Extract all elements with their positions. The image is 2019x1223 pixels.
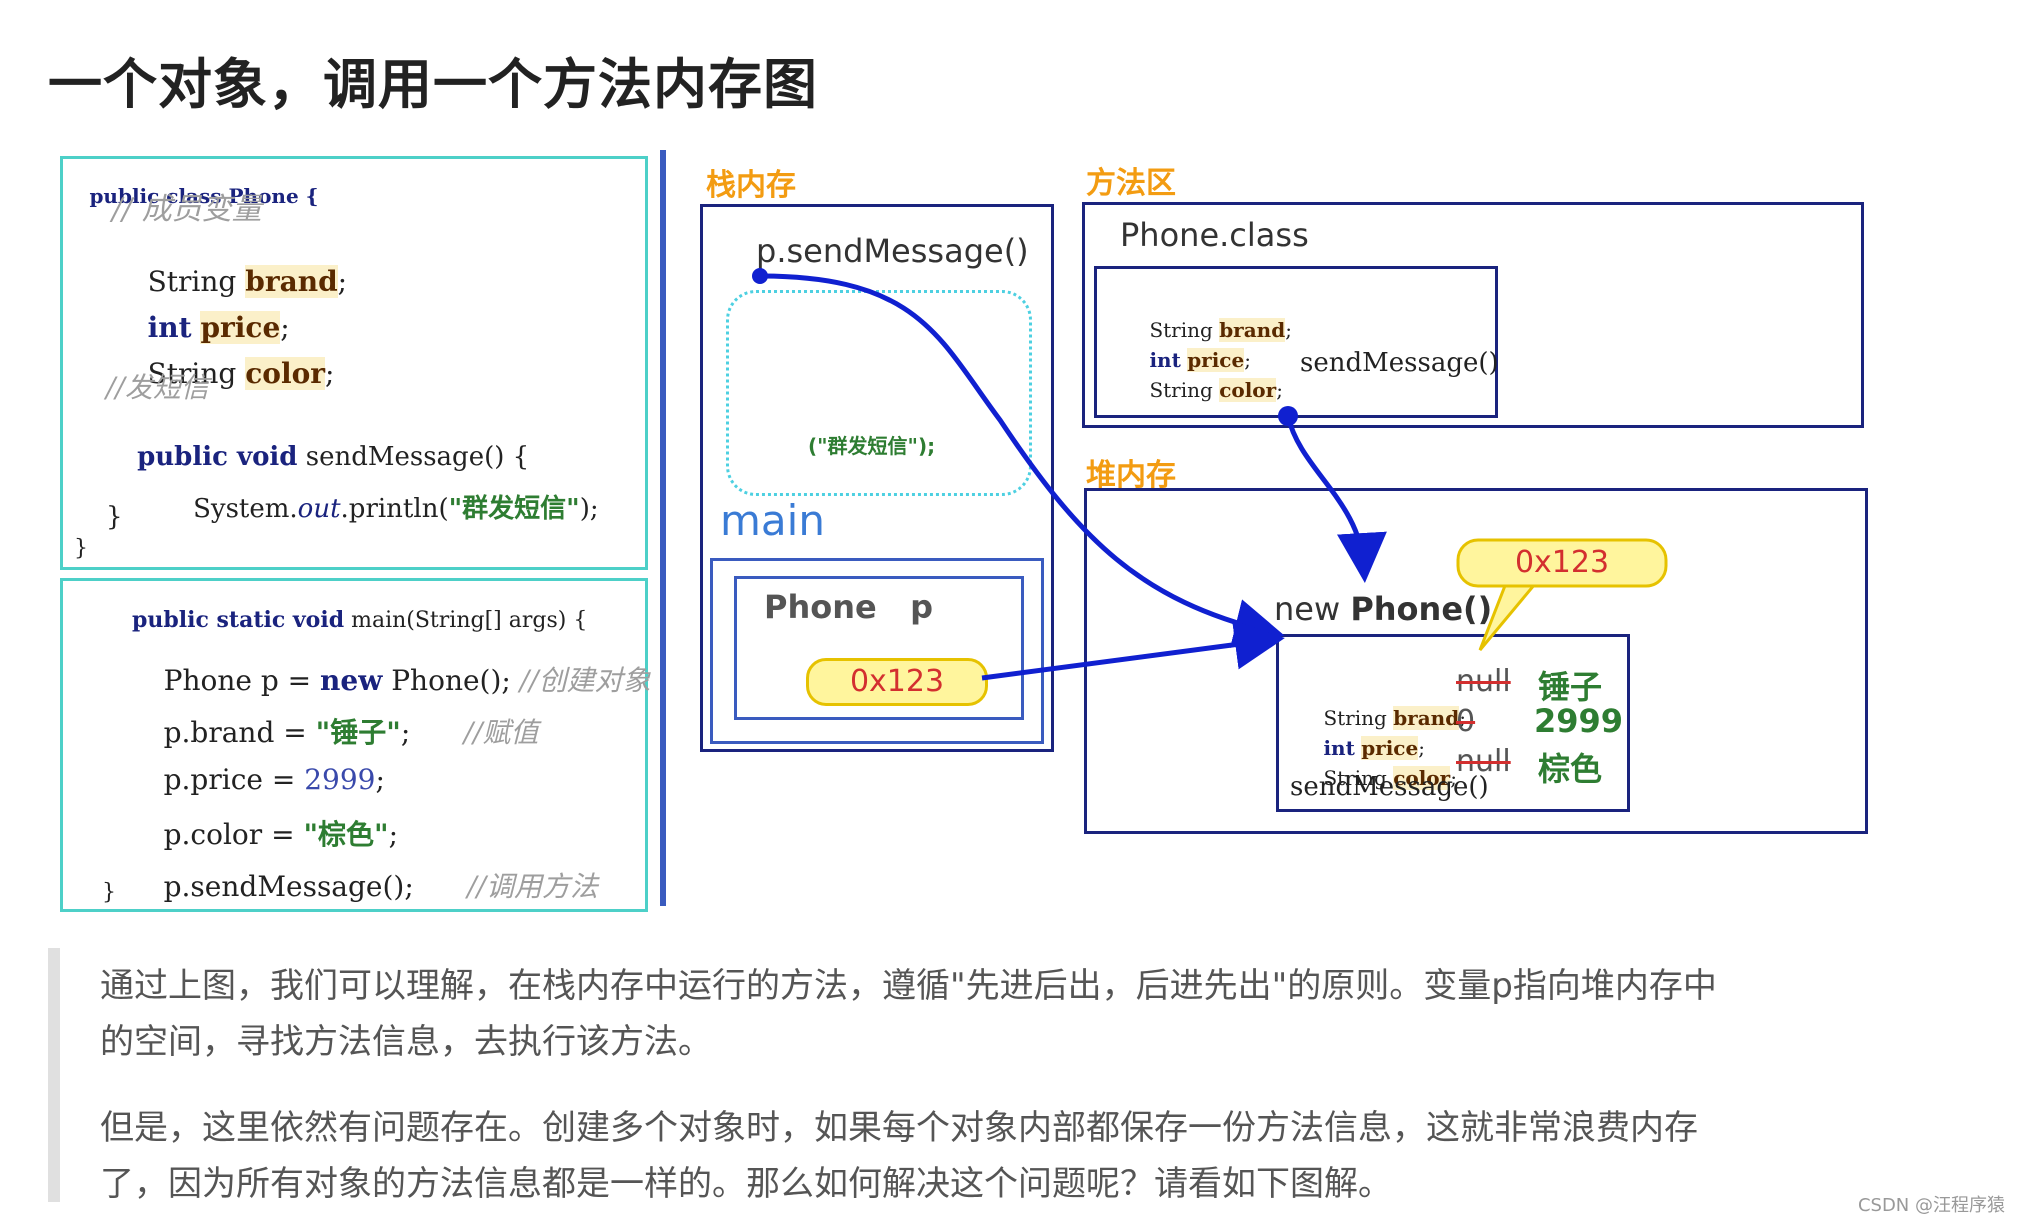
code-field-price: int price; (147, 311, 290, 344)
code-main-line-create: Phone p = new Phone(); //创建对象 (163, 664, 651, 697)
heap-address-label: 0x123 (1514, 545, 1610, 580)
class-method: sendMessage() (1300, 348, 1499, 378)
main-frame-outer (710, 558, 1044, 744)
diagram-arrows (752, 268, 1668, 681)
code-comment-send: //发短信 (106, 371, 209, 404)
explanation-blockquote (48, 948, 1820, 1202)
memory-diagram: public class Phone { // 成员变量 String bran… (60, 150, 1868, 912)
class-link-dot (1278, 406, 1298, 426)
code-class-header: public class Phone { (89, 184, 319, 208)
class-field-brand: String brand; (1149, 318, 1292, 342)
method-area-label: 方法区 (1086, 166, 1176, 201)
code-method-body: System.out.println("群发短信"); (193, 494, 599, 524)
stack-address-badge: 0x123 (806, 658, 988, 706)
class-field-color: String color; (1149, 378, 1283, 402)
code-field-color: String color; (147, 357, 335, 390)
heap-frame (1084, 488, 1868, 834)
print-call-label: ("群发短信"); (808, 434, 936, 458)
heap-price-new: 2999 (1534, 702, 1624, 740)
code-class-close: } (74, 536, 88, 561)
heap-brand-old: null (1456, 664, 1511, 699)
code-main-line-send: p.sendMessage(); //调用方法 (163, 870, 599, 903)
heap-color-old: null (1456, 744, 1511, 779)
page-title: 一个对象，调用一个方法内存图 (48, 53, 818, 116)
stack-label: 栈内存 (706, 168, 796, 203)
heap-brand-new: 锤子 (1538, 668, 1603, 706)
reference-arrow (981, 619, 1285, 681)
method-call-arrow (759, 273, 1285, 648)
paragraph-1: 通过上图，我们可以理解，在栈内存中运行的方法，遵循"先进后出，后进先出"的原则。… (100, 966, 1717, 1062)
heap-method: sendMessage() (1290, 772, 1489, 802)
send-message-frame (726, 290, 1032, 496)
method-area-frame (1082, 202, 1864, 428)
code-main-line-brand: p.brand = "锤子"; //赋值 (163, 716, 539, 749)
code-box-main (60, 578, 648, 912)
code-main-line-price: p.price = 2999; (163, 763, 385, 796)
heap-field-brand: String brand; (1323, 706, 1466, 730)
code-field-brand: String brand; (147, 265, 348, 298)
heap-object-box (1276, 634, 1630, 812)
code-comment-members: // 成员变量 (112, 192, 262, 227)
method-call-dot (752, 268, 768, 284)
heap-label: 堆内存 (1086, 458, 1176, 493)
heap-price-old: 0 (1456, 704, 1476, 739)
divider-line (660, 150, 666, 906)
main-frame-inner (734, 576, 1024, 720)
bubble-tail (1478, 576, 1544, 651)
stack-call-label: p.sendMessage() (756, 232, 1029, 270)
paragraph-2: 但是，这里依然有问题存在。创建多个对象时，如果每个对象内部都保存一份方法信息，这… (100, 1108, 1698, 1204)
class-name-label: Phone.class (1120, 216, 1309, 254)
stack-frame (700, 204, 1054, 752)
code-method-close: } (106, 502, 123, 532)
heap-address-bubble (1456, 538, 1668, 588)
code-main-line-color: p.color = "棕色"; (163, 818, 399, 851)
stack-variable-label: Phone p (764, 588, 934, 626)
code-main-header: public static void main(String[] args) { (131, 607, 588, 633)
heap-field-color: String color; (1323, 766, 1457, 790)
main-frame-label: main (720, 496, 825, 545)
code-method-signature: public void sendMessage() { (137, 442, 530, 472)
class-link-arrow (1285, 415, 1387, 583)
heap-color-new: 棕色 (1538, 750, 1603, 788)
code-main-close: } (102, 880, 116, 905)
heap-new-label: new Phone() (1274, 590, 1493, 628)
heap-field-price: int price; (1323, 736, 1425, 760)
watermark: CSDN @汪程序猿 (1857, 1195, 2005, 1216)
code-box-class (60, 156, 648, 570)
class-field-price: int price; (1149, 348, 1251, 372)
